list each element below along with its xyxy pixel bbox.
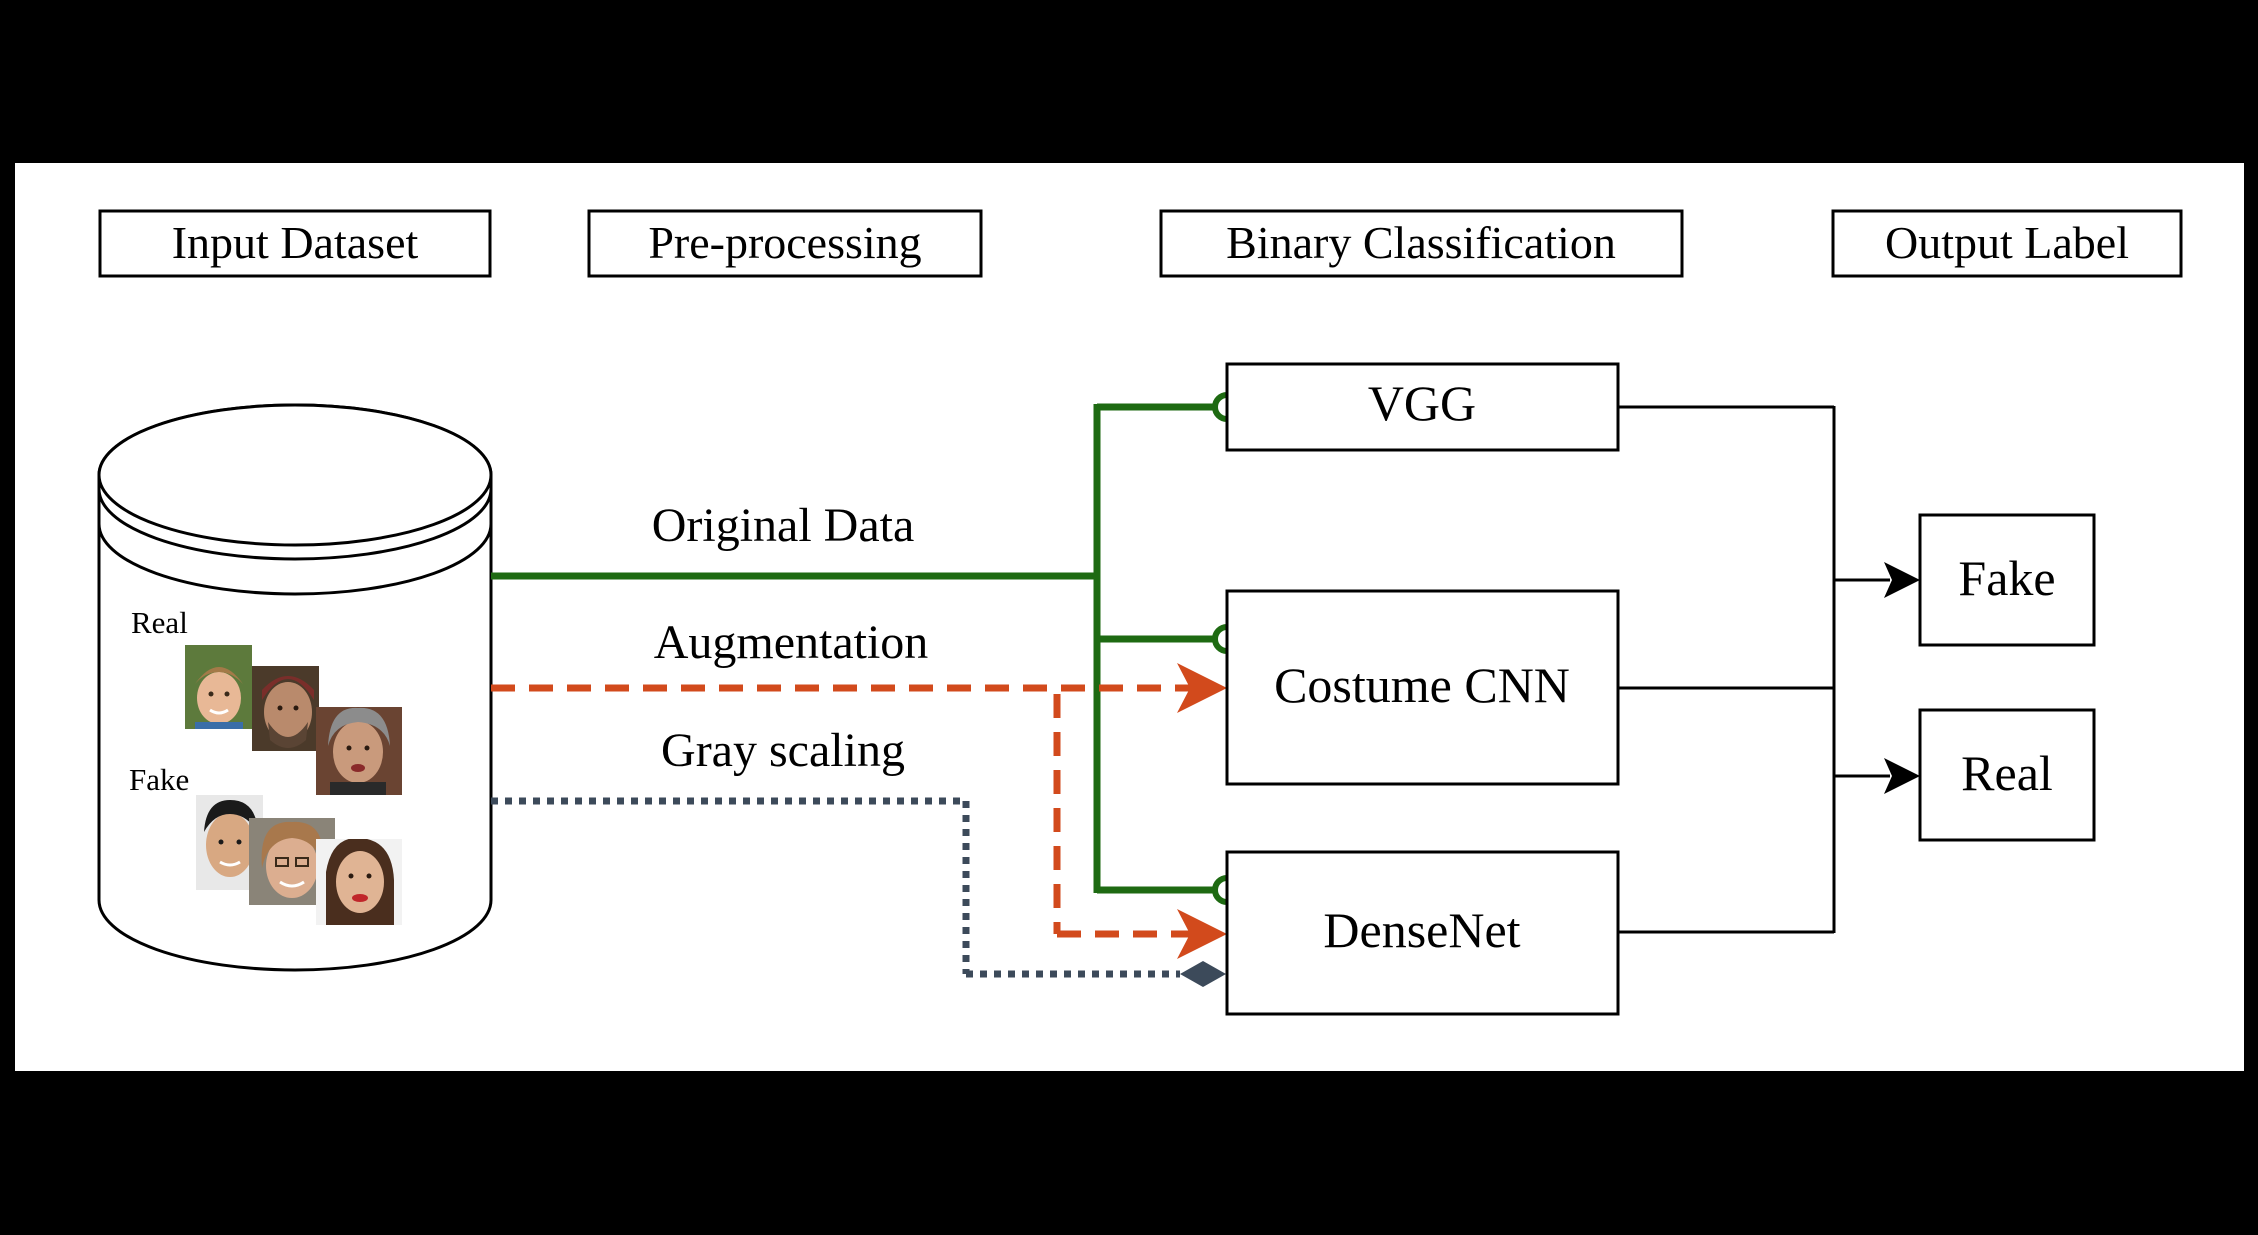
real-output-label: Real bbox=[1961, 745, 2053, 801]
gray-scaling-label: Gray scaling bbox=[661, 724, 905, 777]
augmentation-arrowhead bbox=[1177, 909, 1227, 959]
augmentation-label: Augmentation bbox=[654, 616, 929, 669]
stage-header-classification: Binary Classification bbox=[1159, 209, 1684, 278]
real-face-thumbnail bbox=[252, 666, 319, 751]
cnn-model-box: Costume CNN bbox=[1225, 589, 1620, 786]
fake-output-label: Fake bbox=[1958, 550, 2055, 606]
gray-scaling-diamond-head bbox=[1180, 961, 1226, 987]
stage-header-preprocessing: Pre-processing bbox=[587, 209, 983, 278]
stage-header-preprocessing-label: Pre-processing bbox=[648, 217, 921, 268]
augmentation-arrowhead bbox=[1177, 663, 1227, 713]
original-data-label: Original Data bbox=[652, 499, 915, 552]
output-connector bbox=[1618, 405, 1890, 934]
real-output-box: Real bbox=[1918, 708, 2096, 842]
real-output-arrowhead bbox=[1884, 758, 1920, 794]
gray-scaling-connector bbox=[491, 797, 1180, 978]
stage-header-output-label: Output Label bbox=[1885, 217, 2129, 268]
densenet-model-label: DenseNet bbox=[1323, 902, 1520, 958]
real-face-thumbnail bbox=[185, 645, 252, 729]
augmentation-connector bbox=[491, 684, 1190, 938]
densenet-model-box: DenseNet bbox=[1225, 850, 1620, 1016]
vgg-model-box: VGG bbox=[1225, 362, 1620, 452]
real-samples-label: Real bbox=[131, 605, 188, 640]
fake-output-box: Fake bbox=[1918, 513, 2096, 647]
stage-header-input: Input Dataset bbox=[98, 209, 492, 278]
stage-header-classification-label: Binary Classification bbox=[1226, 217, 1616, 268]
stage-header-input-label: Input Dataset bbox=[172, 217, 419, 268]
original-data-connector bbox=[491, 403, 1214, 894]
fake-output-arrowhead bbox=[1884, 562, 1920, 598]
real-face-thumbnail bbox=[316, 707, 402, 795]
cnn-model-label: Costume CNN bbox=[1274, 657, 1570, 713]
fake-face-thumbnail bbox=[316, 839, 402, 925]
vgg-model-label: VGG bbox=[1368, 375, 1476, 431]
stage-header-output: Output Label bbox=[1831, 209, 2183, 278]
fake-samples-label: Fake bbox=[129, 762, 189, 797]
